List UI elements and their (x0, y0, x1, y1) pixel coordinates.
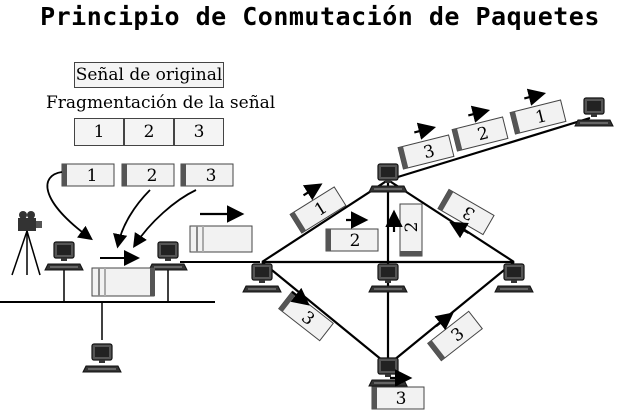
fragmentation-label: Fragmentación de la señal (46, 93, 276, 113)
feed-arrows (46, 171, 197, 249)
computer-icon (574, 97, 614, 127)
svg-text:3: 3 (421, 141, 436, 163)
fragment-cell: 3 (174, 118, 224, 146)
svg-text:3: 3 (396, 389, 407, 409)
transit-packet: 3 (437, 188, 495, 236)
transit-packet: 2 (399, 203, 423, 257)
computer-icon (494, 263, 534, 293)
svg-text:2: 2 (350, 231, 361, 251)
computer-icon (368, 263, 408, 293)
computer-icon (368, 163, 408, 193)
original-signal-box: Señal de original (74, 62, 224, 88)
sender-buffer (91, 250, 155, 297)
computer-icon (44, 241, 84, 271)
transit-packet: 3 (278, 290, 334, 342)
svg-text:1: 1 (87, 166, 98, 186)
computer-icon (82, 343, 122, 373)
diagram-title: Principio de Conmutación de Paquetes (40, 2, 600, 31)
transit-packet: 2 (451, 116, 509, 152)
transit-packet: 3 (371, 386, 425, 410)
network-links (261, 116, 591, 366)
svg-text:2: 2 (402, 222, 422, 233)
fragment-cell: 2 (124, 118, 174, 146)
transit-packet: 1 (289, 186, 347, 234)
transit-packet: 2 (325, 228, 379, 252)
transit-packet: 3 (397, 134, 455, 170)
svg-text:2: 2 (475, 123, 490, 145)
transit-packet: 3 (427, 310, 483, 362)
computer-icon (368, 357, 408, 387)
computer-icon (242, 263, 282, 293)
queued-packet: 1 (61, 163, 115, 187)
queued-packet: 2 (121, 163, 175, 187)
queued-packet: 3 (180, 163, 234, 187)
transit-packet: 1 (509, 99, 567, 135)
lan-bus (0, 270, 215, 340)
outgoing-queue (189, 205, 253, 253)
svg-text:3: 3 (206, 166, 217, 186)
fragment-row: 1 2 3 (74, 118, 224, 146)
svg-text:1: 1 (533, 106, 548, 128)
video-camera-icon (11, 211, 42, 276)
svg-text:2: 2 (147, 166, 158, 186)
fragment-cell: 1 (74, 118, 124, 146)
computer-icon (148, 241, 188, 271)
